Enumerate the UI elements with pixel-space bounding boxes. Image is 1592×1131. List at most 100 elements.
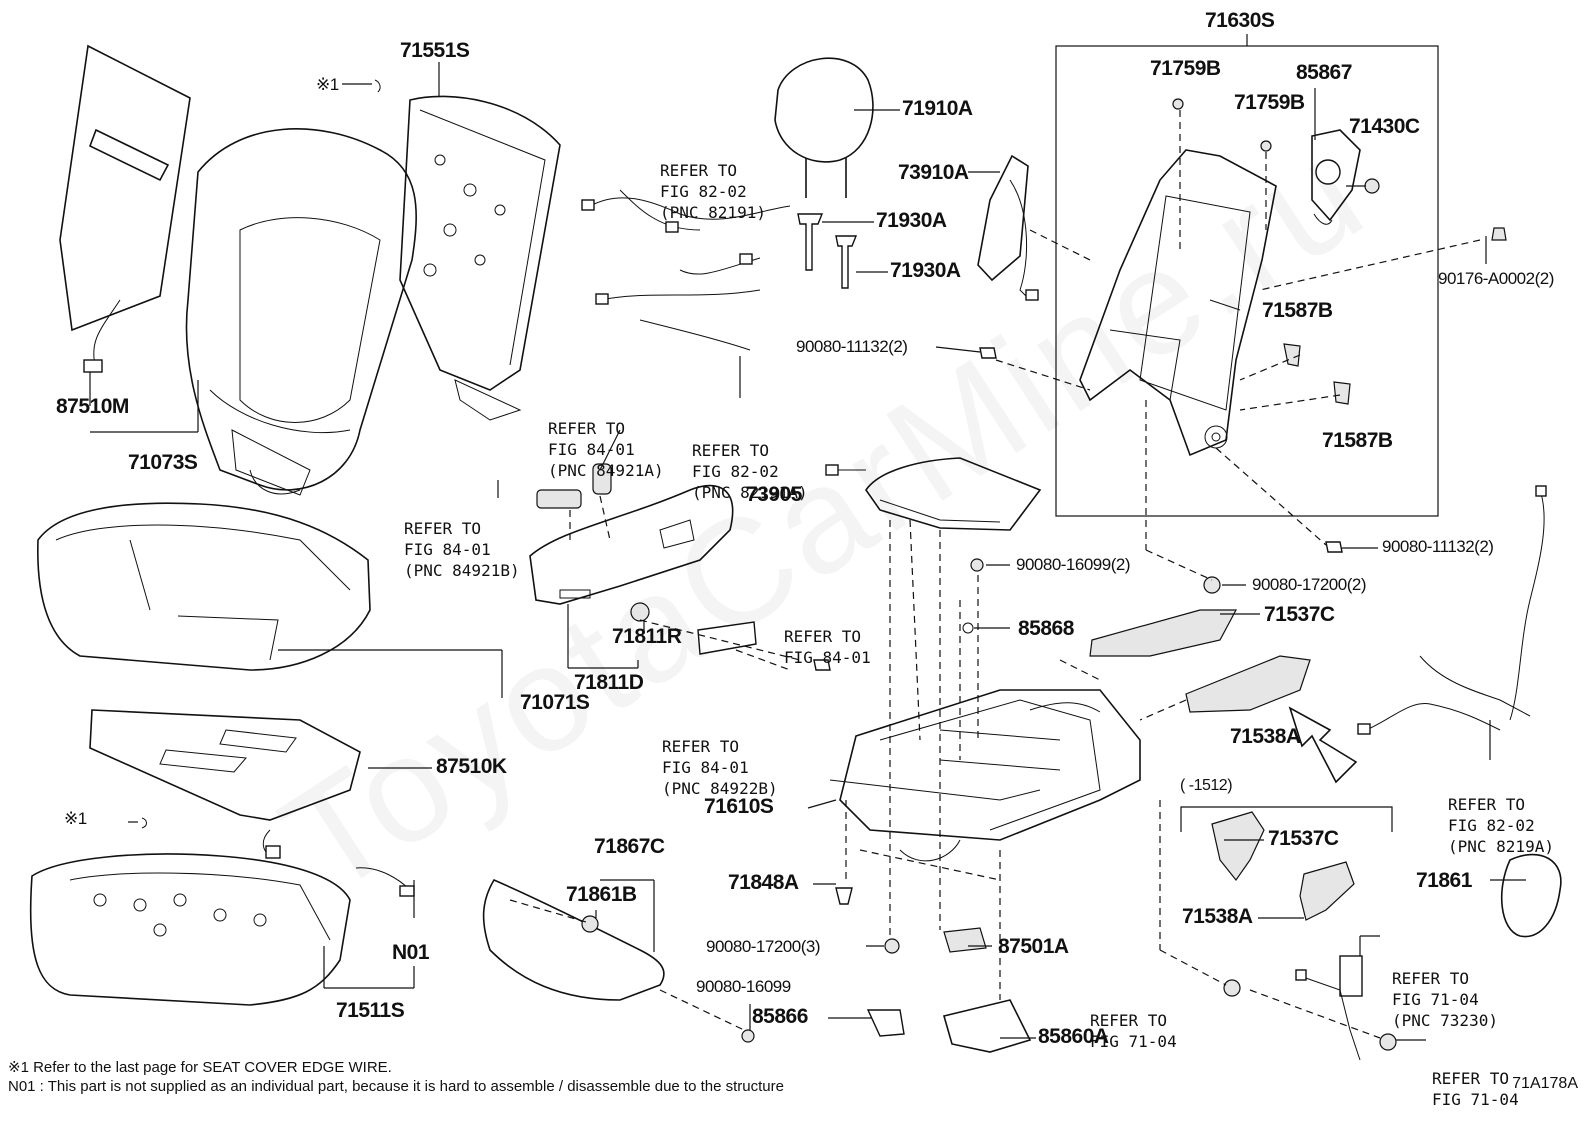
seat-knob-84921A [592,463,612,495]
part-label-71610S[interactable]: 71610S [704,795,774,818]
part-label-71910A[interactable]: 71910A [902,97,973,120]
part-label-85868[interactable]: 85868 [1018,617,1074,640]
part-label-85866[interactable]: 85866 [752,1005,808,1028]
track-cover-71538A-b [1299,861,1355,921]
headrest-71910A [774,57,874,198]
part-label-N01[interactable]: N01 [392,941,430,964]
part-label-90080-11132-a[interactable]: 90080-11132(2) [796,337,908,356]
screw-84-01 [813,659,831,671]
clip-71759B-a [1172,98,1184,110]
seat-switch-84921B [536,489,582,509]
edge-wire-clip-1 [374,79,381,93]
direction-arrow [1288,706,1358,784]
part-label-71930A-a[interactable]: 71930A [876,209,947,232]
seat-cushion-cover-71071S [37,502,371,671]
part-label-90176-A0002[interactable]: 90176-A0002(2) [1438,269,1554,288]
part-label-90080-11132-b[interactable]: 90080-11132(2) [1382,537,1494,556]
seat-cushion-heater-87510K [89,709,361,859]
figure-id: 71A178A [1512,1075,1578,1092]
headrest-support-71930A [797,213,858,289]
part-label-71551S[interactable]: 71551S [400,39,470,62]
track-cover-71537C [1089,609,1237,657]
assembly-lines [509,110,1481,1039]
part-label-71759B-a[interactable]: 71759B [1150,57,1221,80]
switch-84922B [697,621,757,655]
cap-71861 [1500,853,1562,938]
part-label-71861B[interactable]: 71861B [566,883,637,906]
note-mark-1b: ※1 [64,809,87,828]
nut-90080-17200-2 [1203,576,1221,594]
part-label-71073S[interactable]: 71073S [128,451,198,474]
range-box [1180,806,1393,832]
note-mark-1a: ※1 [316,75,339,94]
connector-87501A [943,927,987,953]
track-cover-71538A [1185,655,1311,713]
part-label-71511S[interactable]: 71511S [336,999,405,1022]
clip-71848A [835,887,853,905]
part-label-71587B-a[interactable]: 71587B [1262,299,1333,322]
part-label-90080-16099-2[interactable]: 90080-16099(2) [1016,555,1130,574]
part-label-71538A-a[interactable]: 71538A [1230,725,1301,748]
part-label-71848A[interactable]: 71848A [728,871,799,894]
bolt-90080-16099-2 [970,558,984,572]
side-cover-71811D [529,484,734,605]
part-label-71867C[interactable]: 71867C [594,835,665,858]
part-label-71861[interactable]: 71861 [1416,869,1472,892]
part-label-73910A[interactable]: 73910A [898,161,969,184]
seat-cushion-pad-71511S [29,853,415,1006]
wiring-harness-8219A [1357,485,1547,735]
part-label-71538A-b[interactable]: 71538A [1182,905,1253,928]
part-label-90080-17200-3[interactable]: 90080-17200(3) [706,937,820,956]
part-label-71430C[interactable]: 71430C [1349,115,1420,138]
range-label-1512: ( -1512) [1180,777,1233,794]
part-85868 [962,622,974,634]
part-label-85867[interactable]: 85867 [1296,61,1352,84]
part-label-87510M[interactable]: 87510M [56,395,129,418]
leader-lines [89,62,1526,1041]
bolt-90080-11132-b [1325,541,1343,553]
bolt-90080-11132-a [979,347,997,359]
bracket-71587B-b [1333,381,1351,405]
part-label-71587B-b[interactable]: 71587B [1322,429,1393,452]
part-85866 [866,1009,905,1037]
motor-85860A [943,999,1032,1053]
part-label-85860A[interactable]: 85860A [1038,1025,1109,1048]
footnote-n01: N01 : This part is not supplied as an in… [8,1078,784,1095]
part-label-71811R[interactable]: 71811R [612,625,682,648]
part-label-71811D[interactable]: 71811D [574,671,644,694]
part-label-71759B-b[interactable]: 71759B [1234,91,1305,114]
seat-belt-buckle-73230 [1295,955,1363,1061]
footnote-edge-wire: ※1 Refer to the last page for SEAT COVER… [8,1059,392,1076]
part-label-71630S[interactable]: 71630S [1205,9,1275,32]
part-label-90080-16099[interactable]: 90080-16099 [696,977,791,996]
part-label-90080-17200-2[interactable]: 90080-17200(2) [1252,575,1366,594]
part-label-73905[interactable]: 73905 [746,483,802,506]
bracket-71587B-a [1283,343,1301,367]
occupant-sensor-73905 [825,457,1042,531]
nut-90176 [1491,227,1507,241]
nut-71-04 [1223,979,1241,997]
part-label-71537C-a[interactable]: 71537C [1264,603,1335,626]
part-label-71930A-b[interactable]: 71930A [890,259,961,282]
wiring-harness-82191 [581,189,791,351]
seatback-frame-71630S [1079,149,1277,457]
part-label-71071S[interactable]: 71071S [520,691,590,714]
part-label-71537C-b[interactable]: 71537C [1268,827,1339,850]
part-label-87510K[interactable]: 87510K [436,755,507,778]
seat-parts-diagram [29,34,1562,1061]
seatback-heater-87510M [59,44,191,373]
part-label-87501A[interactable]: 87501A [998,935,1069,958]
bolt-71-04 [1379,1033,1397,1051]
lumbar-motor-85867 [1311,129,1380,225]
seatback-cover-71073S [185,128,417,496]
